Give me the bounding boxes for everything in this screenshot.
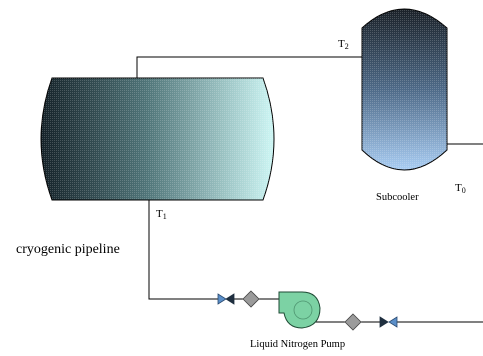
temp-sensor-t0-label: T0	[455, 183, 466, 195]
pipe-tank-to-subcooler	[136, 56, 362, 78]
t0-subscript: 0	[461, 186, 466, 195]
pump-icon	[278, 291, 321, 329]
subcooler-label: Subcooler	[376, 192, 419, 203]
t2-subscript: 2	[344, 42, 349, 51]
t2-letter: T	[338, 38, 345, 50]
sensor-diamond-left-icon	[242, 290, 260, 308]
piping	[136, 56, 483, 323]
pipeline-label: cryogenic pipeline	[16, 242, 120, 257]
sensor-diamond-right-icon	[344, 313, 362, 331]
pipe-tank-bottom-to-pump	[148, 200, 218, 300]
pump-label: Liquid Nitrogen Pump	[250, 339, 346, 350]
t1-letter: T	[156, 208, 163, 220]
valve-right-icon	[379, 316, 398, 328]
valve-left-icon	[217, 293, 235, 305]
temp-sensor-t1-label: T1	[156, 209, 167, 221]
temp-sensor-t2-label: T2	[338, 39, 349, 51]
t1-subscript: 1	[162, 212, 167, 221]
t0-letter: T	[455, 182, 462, 194]
subcooler-vessel	[361, 8, 448, 171]
pipeline-tank	[40, 77, 275, 201]
